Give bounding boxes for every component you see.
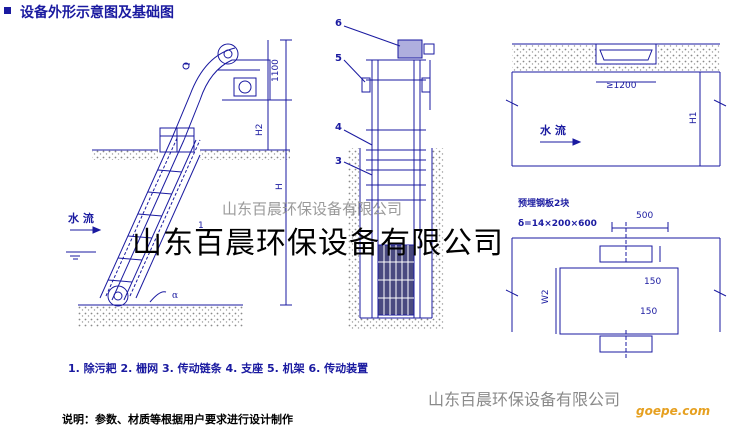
front-view (343, 25, 444, 330)
callout-3: 3 (335, 156, 342, 167)
side-view (66, 39, 292, 327)
dim-1200: ≥1200 (606, 81, 637, 91)
plan-flow-label: 水 流 (540, 123, 566, 137)
callout-4: 4 (335, 122, 342, 133)
dim-500: 500 (636, 211, 653, 221)
dim-h2: H2 (255, 124, 265, 137)
dim-w2: W2 (541, 289, 551, 304)
plan-top (505, 43, 727, 167)
plate-line2: δ=14×200×600 (518, 219, 597, 229)
callout-6: 6 (335, 18, 342, 29)
watermark-big: 山东百晨环保设备有限公司 (132, 226, 504, 261)
title-bullet-icon (4, 7, 11, 14)
side-base (78, 305, 243, 327)
page-title: 设备外形示意图及基础图 (20, 5, 174, 21)
parts-legend: 1. 除污耙 2. 栅网 3. 传动链条 4. 支座 5. 机架 6. 传动装置 (68, 362, 369, 375)
plate-line1: 预埋钢板2块 (518, 197, 570, 209)
side-slab-left (92, 150, 158, 160)
dim-h: H (275, 183, 285, 190)
dim-150-a: 150 (644, 277, 661, 287)
design-note: 说明：参数、材质等根据用户要求进行设计制作 (62, 413, 293, 426)
site-watermark: goepe.com (636, 404, 711, 418)
side-flow-label: 水 流 (68, 211, 94, 225)
angle-alpha: α (172, 291, 178, 301)
callout-5: 5 (335, 53, 342, 64)
watermark-small: 山东百晨环保设备有限公司 (222, 200, 403, 218)
dim-150-b: 150 (640, 307, 657, 317)
watermark-bottom: 山东百晨环保设备有限公司 (428, 390, 621, 409)
dim-1100: 1100 (271, 59, 281, 82)
dim-h1: H1 (689, 112, 699, 125)
plan-bottom (505, 222, 727, 360)
side-slab-right (200, 150, 290, 160)
dim-1: 1 (198, 221, 204, 231)
